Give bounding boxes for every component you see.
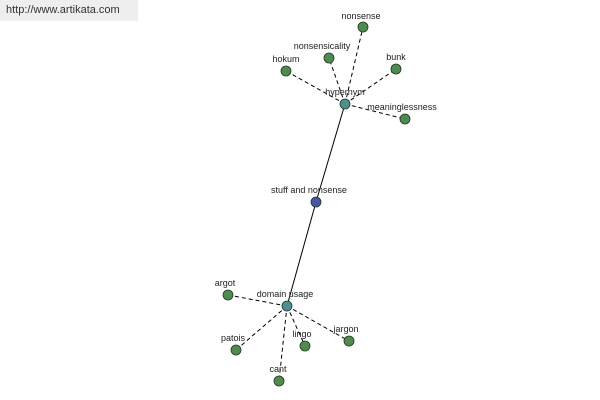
label-leaf-patois[interactable]: patois — [221, 333, 246, 343]
label-leaf-nonsense[interactable]: nonsense — [341, 11, 380, 21]
node-leaf-patois[interactable] — [230, 344, 242, 356]
label-leaf-meaninglessness[interactable]: meaninglessness — [367, 102, 437, 112]
label-leaf-bunk[interactable]: bunk — [386, 52, 406, 62]
node-hub-domain-usage[interactable] — [281, 300, 293, 312]
label-leaf-jargon[interactable]: jargon — [332, 324, 358, 334]
node-leaf-argot[interactable] — [222, 289, 234, 301]
edge-center-to-hypernym — [315, 103, 346, 203]
node-leaf-lingo[interactable] — [299, 340, 311, 352]
label-hub-domain-usage[interactable]: domain usage — [257, 289, 314, 299]
edge-domain-usage-to-patois — [235, 305, 288, 351]
node-leaf-nonsense[interactable] — [357, 21, 369, 33]
node-leaf-nonsensicality[interactable] — [323, 52, 335, 64]
edge-hypernym-to-nonsense — [344, 26, 364, 105]
edge-domain-usage-to-jargon — [286, 305, 350, 342]
label-center[interactable]: stuff and nonsense — [271, 185, 347, 195]
edge-hypernym-to-hokum — [285, 70, 346, 105]
edge-domain-usage-to-argot — [227, 294, 288, 307]
site-url-banner: http://www.artikata.com — [0, 0, 138, 21]
label-leaf-cant[interactable]: cant — [269, 364, 287, 374]
edge-domain-usage-to-cant — [278, 305, 288, 382]
edge-domain-usage-to-lingo — [286, 305, 306, 347]
node-center[interactable] — [310, 196, 322, 208]
edge-center-to-domain-usage — [286, 201, 317, 307]
node-hub-hypernym[interactable] — [339, 98, 351, 110]
label-leaf-nonsensicality[interactable]: nonsensicality — [294, 41, 351, 51]
node-leaf-bunk[interactable] — [390, 63, 402, 75]
label-leaf-hokum[interactable]: hokum — [272, 54, 299, 64]
node-leaf-hokum[interactable] — [280, 65, 292, 77]
label-leaf-argot[interactable]: argot — [215, 278, 236, 288]
edge-hypernym-to-nonsensicality — [328, 57, 346, 105]
site-url[interactable]: http://www.artikata.com — [6, 4, 120, 16]
node-leaf-meaninglessness[interactable] — [399, 113, 411, 125]
label-leaf-lingo[interactable]: lingo — [292, 329, 311, 339]
edge-hypernym-to-meaninglessness — [344, 103, 406, 120]
node-leaf-jargon[interactable] — [343, 335, 355, 347]
edge-hypernym-to-bunk — [344, 68, 397, 105]
node-leaf-cant[interactable] — [273, 375, 285, 387]
label-hub-hypernym[interactable]: hypernym — [325, 87, 365, 97]
